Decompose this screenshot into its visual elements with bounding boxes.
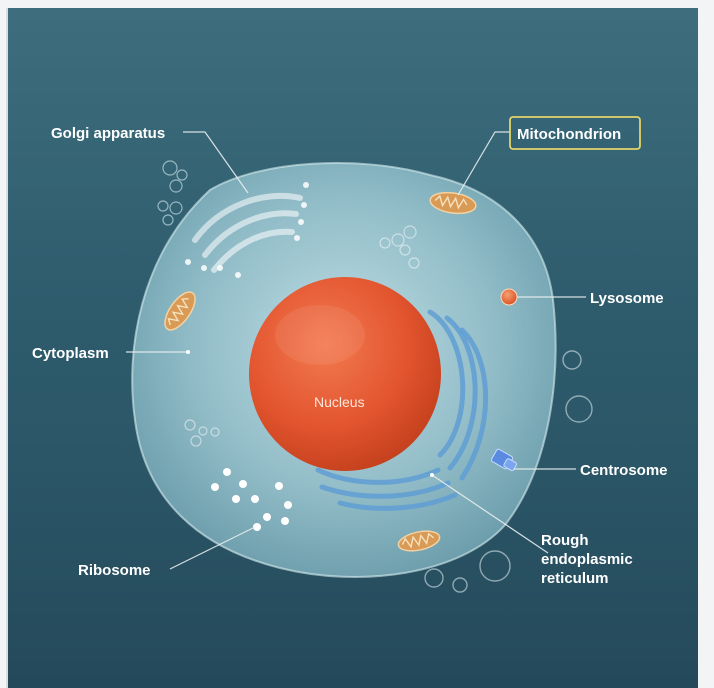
label-ribosome: Ribosome: [78, 562, 151, 579]
cytoplasm-point: [186, 350, 190, 354]
label-lysosome: Lysosome: [590, 290, 664, 307]
label-rough-er-line1: Rough: [541, 532, 588, 549]
vesicles-left: [158, 161, 187, 225]
label-rough-er-line3: reticulum: [541, 570, 609, 587]
nucleus-highlight: [275, 305, 365, 365]
label-nucleus: Nucleus: [314, 394, 365, 410]
nucleus-shape: [249, 277, 441, 471]
lysosome-shape: [501, 289, 517, 305]
label-mitochondrion: Mitochondrion: [517, 126, 621, 143]
label-cytoplasm: Cytoplasm: [32, 345, 109, 362]
rough-er-point: [430, 473, 434, 477]
label-golgi-apparatus: Golgi apparatus: [51, 125, 165, 142]
label-rough-er-line2: endoplasmic: [541, 551, 633, 568]
label-centrosome: Centrosome: [580, 462, 668, 479]
